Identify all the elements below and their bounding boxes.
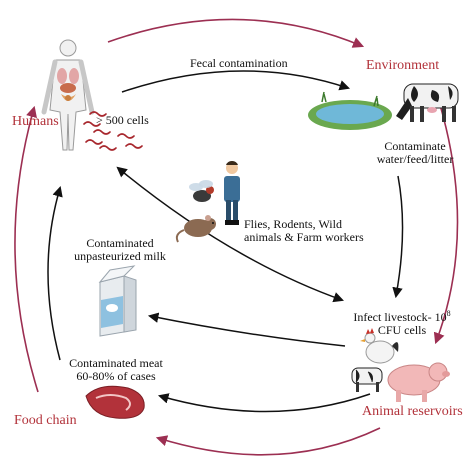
label-meat-line2: 60-80% of cases — [76, 369, 156, 383]
label-meat-line1: Contaminated meat — [69, 356, 163, 370]
arrow-contaminate-to-livestock — [392, 175, 404, 299]
farm-worker-icon — [224, 160, 240, 225]
bacteria-icon — [83, 111, 143, 151]
arrow-livestock-to-milk — [147, 312, 346, 347]
arrow-animals-to-foodchain — [155, 427, 381, 456]
arrow-foodchain-to-humans-inner — [47, 185, 63, 361]
arrow-environment-to-animals — [433, 97, 459, 345]
cow-icon — [396, 83, 459, 122]
arrow-foodchain-to-humans — [14, 105, 39, 393]
arrow-vectors-bidirectional — [116, 166, 344, 303]
label-contaminate-line1: Contaminate — [384, 139, 446, 153]
milk-carton-icon — [98, 265, 137, 337]
meat-steak-icon — [85, 385, 145, 419]
label-vectors: Flies, Rodents, Wild animals & Farm work… — [244, 218, 364, 244]
node-food-chain: Food chain — [14, 413, 77, 428]
label-milk: Contaminated unpasteurized milk — [58, 237, 182, 263]
pond-icon — [308, 91, 392, 130]
label-vectors-line1: Flies, Rodents, Wild — [244, 217, 342, 231]
node-environment: Environment — [366, 58, 440, 73]
node-humans: Humans — [12, 114, 59, 129]
label-infect-line2: CFU cells — [377, 323, 427, 337]
label-contaminate-line2: water/feed/litter — [376, 152, 454, 166]
pig-icon — [387, 362, 450, 402]
label-fecal-contamination: Fecal contamination — [190, 56, 288, 70]
arrow-fecal-contamination — [121, 70, 350, 93]
label-infect-livestock: Infect livestock- 108 CFU cells — [340, 309, 464, 337]
cow-icon — [351, 367, 383, 392]
label-infect-exponent: 8 — [446, 309, 451, 318]
label-contaminate: Contaminate water/feed/litter — [366, 140, 464, 166]
label-infect-line1: Infect livestock- 108 — [340, 309, 464, 324]
rodent-icon — [175, 215, 216, 243]
human-figure-icon — [41, 39, 95, 151]
label-meat: Contaminated meat 60-80% of cases — [56, 357, 176, 383]
label-milk-line1: Contaminated — [86, 236, 154, 250]
fly-icon — [189, 180, 214, 202]
arrow-livestock-to-meat — [157, 393, 371, 413]
label-milk-line2: unpasteurized milk — [74, 249, 166, 263]
arrow-humans-to-environment — [107, 18, 365, 48]
node-animal-reservoirs: Animal reservoirs — [362, 404, 463, 419]
label-infect-text: Infect livestock- 10 — [353, 310, 447, 324]
chicken-icon — [360, 328, 399, 364]
label-vectors-line2: animals & Farm workers — [244, 230, 364, 244]
label-500-cells: > 500 cells — [96, 113, 149, 127]
